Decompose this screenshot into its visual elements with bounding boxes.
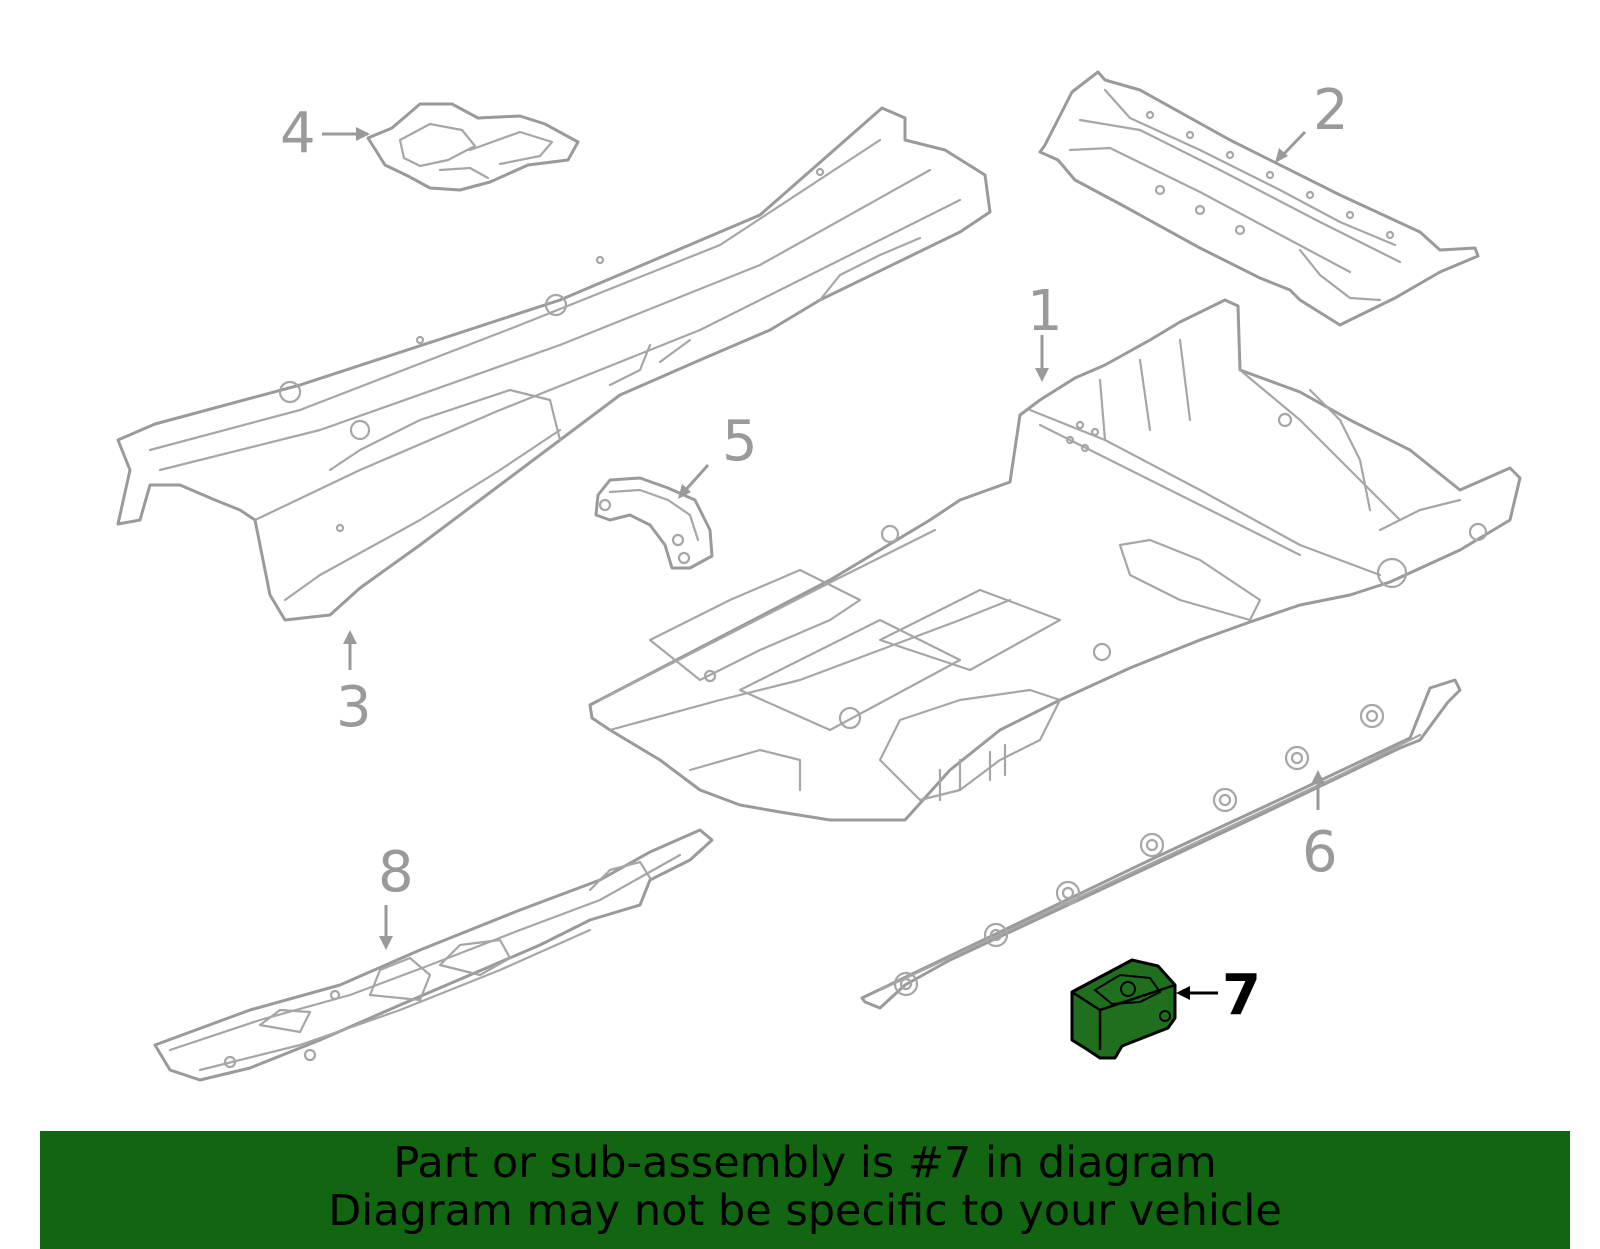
callout-3[interactable]: 3 [336,675,372,740]
banner-line-disclaimer: Diagram may not be specific to your vehi… [328,1186,1282,1236]
callout-4[interactable]: 4 [280,101,316,166]
callout-leaders [322,127,1325,1000]
arrowhead-8 [379,936,393,950]
callout-labels: 4 3 5 2 1 6 8 7 [280,78,1349,1028]
callout-5[interactable]: 5 [722,409,758,474]
leader-5 [681,464,710,494]
callout-6[interactable]: 6 [1302,820,1338,885]
part-8-rail [153,828,714,1082]
callout-1[interactable]: 1 [1027,279,1063,344]
part-4-bracket [366,102,580,192]
part-7-highlighted[interactable] [1070,958,1177,1060]
part-2-cross-member [1038,70,1480,327]
arrowhead-4 [356,127,370,141]
banner-line-part-number: Part or sub-assembly is #7 in diagram [393,1138,1217,1188]
callout-7[interactable]: 7 [1222,963,1261,1028]
info-banner: Part or sub-assembly is #7 in diagram Di… [40,1131,1570,1249]
arrowhead-2 [1275,148,1288,163]
part-1-floor-pan [588,298,1522,822]
callout-8[interactable]: 8 [378,840,414,905]
callout-2[interactable]: 2 [1313,78,1349,143]
part-6-side-rail [860,678,1462,1010]
arrowhead-7 [1176,986,1190,1000]
arrowhead-6 [1311,770,1325,784]
part-3-floor-rail [116,106,992,622]
arrowhead-3 [343,630,357,644]
arrowhead-5 [678,484,691,499]
part-5-bracket [594,476,714,570]
arrowhead-1 [1035,368,1049,382]
